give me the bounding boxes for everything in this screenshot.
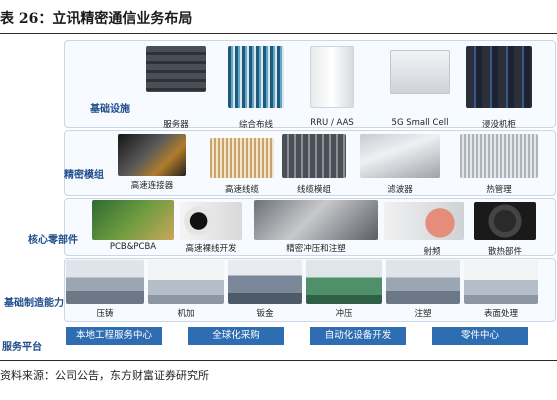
item-label: 射频 [423,247,441,257]
item-label: 冲压 [335,309,353,319]
service-local-engineering: 本地工程服务中心 [66,327,162,345]
item-label: 机加 [177,309,195,319]
service-parts-center: 零件中心 [432,327,528,345]
surface-treatment-image [464,260,538,304]
injection-molding-image [386,260,460,304]
item-label: 线缆模组 [296,185,331,195]
item-label: PCB&PCBA [109,242,157,252]
cable-image [210,138,274,178]
item-label: 浸没机柜 [481,120,516,130]
item-label: 钣金 [256,309,274,319]
die-casting-image [66,260,144,304]
layer-label-core-components: 核心零部件 [28,235,78,246]
item-label: 高速连接器 [130,181,174,191]
layer-label-precision-modules: 精密模组 [64,170,104,181]
machining-image [148,260,224,304]
figure-title: 表 26：立讯精密通信业务布局 [0,11,193,27]
bare-wire-image [180,202,242,240]
item-label: RRU / AAS [310,118,354,128]
thermal-image [460,134,538,178]
immersion-cabinet-image [466,46,532,108]
cable-module-image [282,134,346,178]
rru-aas-image [310,46,354,108]
layer-label-service-platform: 服务平台 [2,342,42,353]
pcb-image [92,200,174,240]
sheet-metal-image [228,260,302,304]
stamping-plant-image [306,260,382,304]
cabling-image [228,46,284,108]
item-label: 表面处理 [483,309,518,319]
server-image [146,46,206,92]
rf-image [384,202,464,240]
item-label: 服务器 [163,120,189,130]
item-label: 滤波器 [387,185,413,195]
stamping-image [254,200,378,240]
item-label: 综合布线 [238,120,273,130]
connector-image [118,134,186,176]
item-label: 高速裸线开发 [185,244,237,254]
bottom-rule [0,360,557,361]
item-label: 注塑 [414,309,432,319]
small-cell-image [390,50,450,94]
item-label: 热管理 [486,185,512,195]
filter-image [360,134,440,178]
business-layout-diagram: 基础设施 服务器 综合布线 RRU / AAS 5G Small Cell 浸没… [0,38,557,356]
layer-label-manufacturing: 基础制造能力 [4,298,64,309]
top-rule [0,33,557,34]
item-label: 5G Small Cell [391,118,449,128]
item-label: 压铸 [96,309,114,319]
item-label: 精密冲压和注塑 [286,244,346,254]
layer-label-infrastructure: 基础设施 [90,104,130,115]
item-label: 高速线缆 [224,185,259,195]
service-global-procurement: 全球化采购 [188,327,284,345]
heat-dissipation-image [474,202,536,240]
source-note: 资料来源：公司公告，东方财富证券研究所 [0,369,209,382]
service-automation-equipment: 自动化设备开发 [310,327,406,345]
item-label: 散热部件 [487,247,522,257]
